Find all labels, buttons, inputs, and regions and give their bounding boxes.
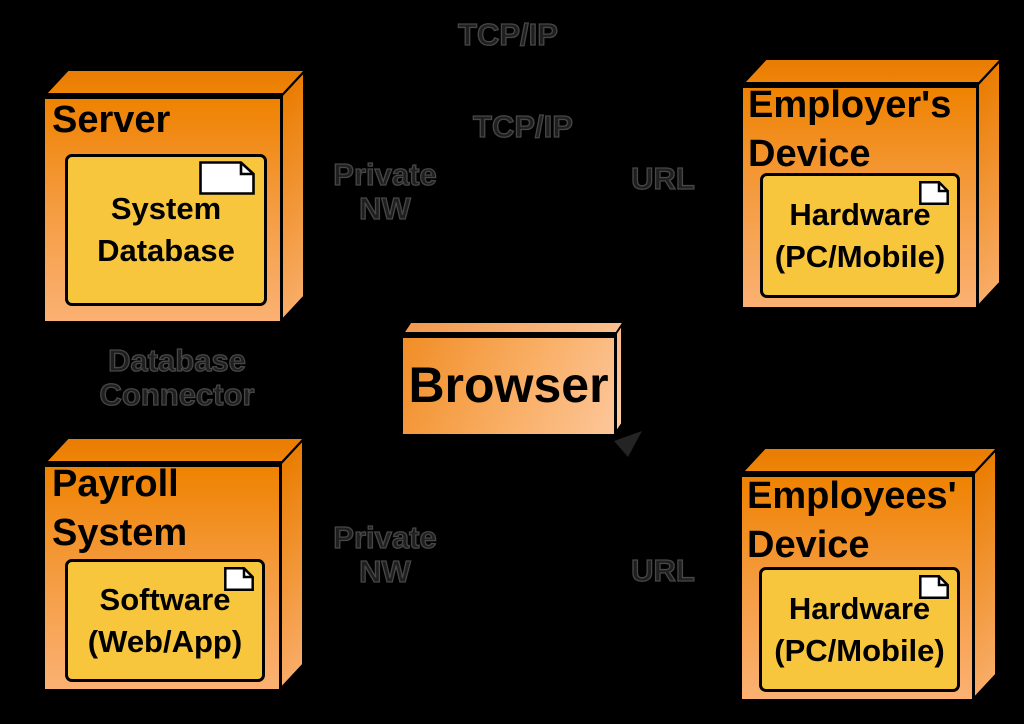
node-server: Server System Database — [42, 68, 310, 325]
document-page-icon — [199, 161, 255, 195]
component-hardware-employee: Hardware (PC/Mobile) — [759, 567, 960, 692]
node-employees-device: Employees' Device Hardware (PC/Mobile) — [739, 446, 1002, 702]
node-title-line: Device — [747, 524, 870, 566]
document-page-icon — [224, 567, 254, 591]
component-label-line: (PC/Mobile) — [774, 632, 945, 668]
edge-label-private-nw-bottom: Private NW — [333, 520, 438, 589]
node-title-browser: Browser — [408, 357, 609, 413]
node-employers-device: Employer's Device Hardware (PC/Mobile) — [740, 57, 1006, 311]
document-page-icon — [919, 181, 949, 205]
node-side-face — [972, 446, 998, 702]
edge-label-line: Connector — [99, 377, 255, 412]
node-side-face — [976, 57, 1002, 311]
edge-label-line: NW — [359, 191, 412, 226]
edge-label-tcpip-mid: TCP/IP — [472, 109, 573, 144]
node-title-line: System — [52, 512, 188, 554]
document-page-icon — [919, 575, 949, 599]
node-title-line: Payroll — [52, 463, 179, 505]
edge-label-private-nw-top: Private NW — [333, 157, 438, 226]
node-title-payroll-system: Payroll System — [52, 460, 187, 558]
edge-label-line: Private — [333, 520, 438, 555]
node-top-face — [42, 68, 310, 96]
component-label-line: Hardware — [789, 196, 931, 232]
component-label-line: Software — [99, 581, 231, 617]
component-label-line: System — [110, 191, 222, 226]
component-label-line: (Web/App) — [87, 623, 243, 659]
component-label-line: (PC/Mobile) — [774, 238, 946, 274]
node-title-server: Server — [52, 96, 170, 145]
node-front-face — [400, 335, 617, 437]
node-title-line: Device — [748, 133, 871, 175]
node-title-line: Server — [52, 99, 171, 141]
edge-label-database-connector: Database Connector — [99, 343, 255, 412]
edge-label-line: NW — [359, 554, 412, 589]
edge-label-tcpip-top: TCP/IP — [457, 17, 558, 52]
edge-label-url-top: URL — [630, 161, 695, 196]
component-label-line: Database — [97, 233, 235, 268]
node-side-face — [280, 68, 306, 325]
edge-label-line: Private — [333, 157, 438, 192]
node-payroll-system: Payroll System Software (Web/App) — [42, 436, 309, 692]
edge-label-url-bottom: URL — [630, 553, 695, 588]
node-title-line: Employees' — [747, 475, 957, 517]
component-hardware-employer: Hardware (PC/Mobile) — [760, 173, 960, 298]
node-title-line: Employer's — [748, 84, 952, 126]
component-label-line: Hardware — [788, 590, 931, 626]
node-top-face — [400, 320, 628, 335]
node-top-face — [739, 446, 1002, 474]
node-side-face — [279, 436, 305, 692]
node-title-employees-device: Employees' Device — [747, 472, 957, 570]
node-browser: Browser — [400, 320, 628, 437]
connector-arrowhead-icon — [614, 431, 642, 457]
node-title-employers-device: Employer's Device — [748, 81, 951, 179]
component-system-database: System Database — [65, 154, 267, 306]
edge-label-line: Database — [107, 343, 246, 378]
component-software: Software (Web/App) — [65, 559, 265, 682]
